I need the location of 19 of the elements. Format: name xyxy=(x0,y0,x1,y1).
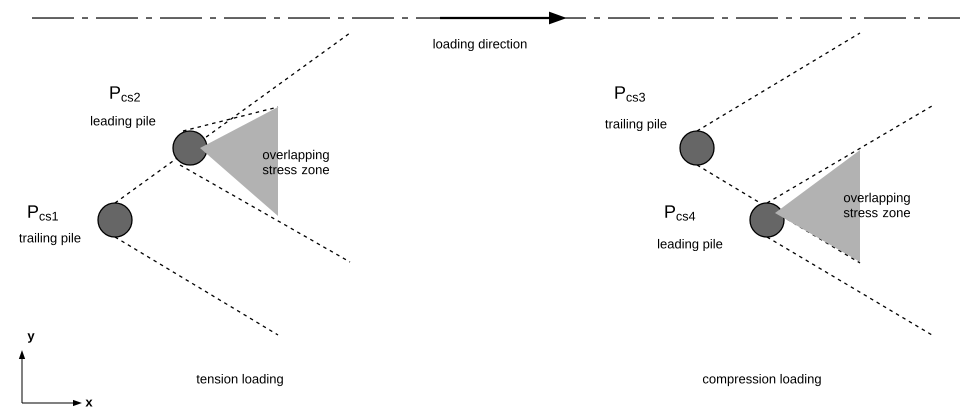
case-label: compression loading xyxy=(702,374,821,386)
pile xyxy=(97,202,133,238)
pile-name: P$_{cs4}$ xyxy=(665,205,696,221)
pile-label: leading pile xyxy=(658,238,722,252)
pile-label: leading pile xyxy=(91,116,156,128)
pile xyxy=(679,130,715,166)
pile xyxy=(172,130,208,166)
stress-zone: overlapping stress zone xyxy=(775,150,910,262)
axis-label: x xyxy=(85,400,93,406)
pile-label: trailing pile xyxy=(19,232,80,246)
stress-zone: overlapping stress zone xyxy=(200,107,330,216)
axis-label: y xyxy=(27,333,35,343)
pile-name: P$_{cs1}$ xyxy=(28,205,58,221)
pile-label: trailing pile xyxy=(605,118,666,132)
pile-name: P$_{cs2}$ xyxy=(110,86,140,102)
pile xyxy=(749,202,785,238)
pile-name: P$_{cs3}$ xyxy=(615,86,645,102)
direction-label: loading direction xyxy=(434,38,526,52)
case-label: tension loading xyxy=(196,374,283,386)
